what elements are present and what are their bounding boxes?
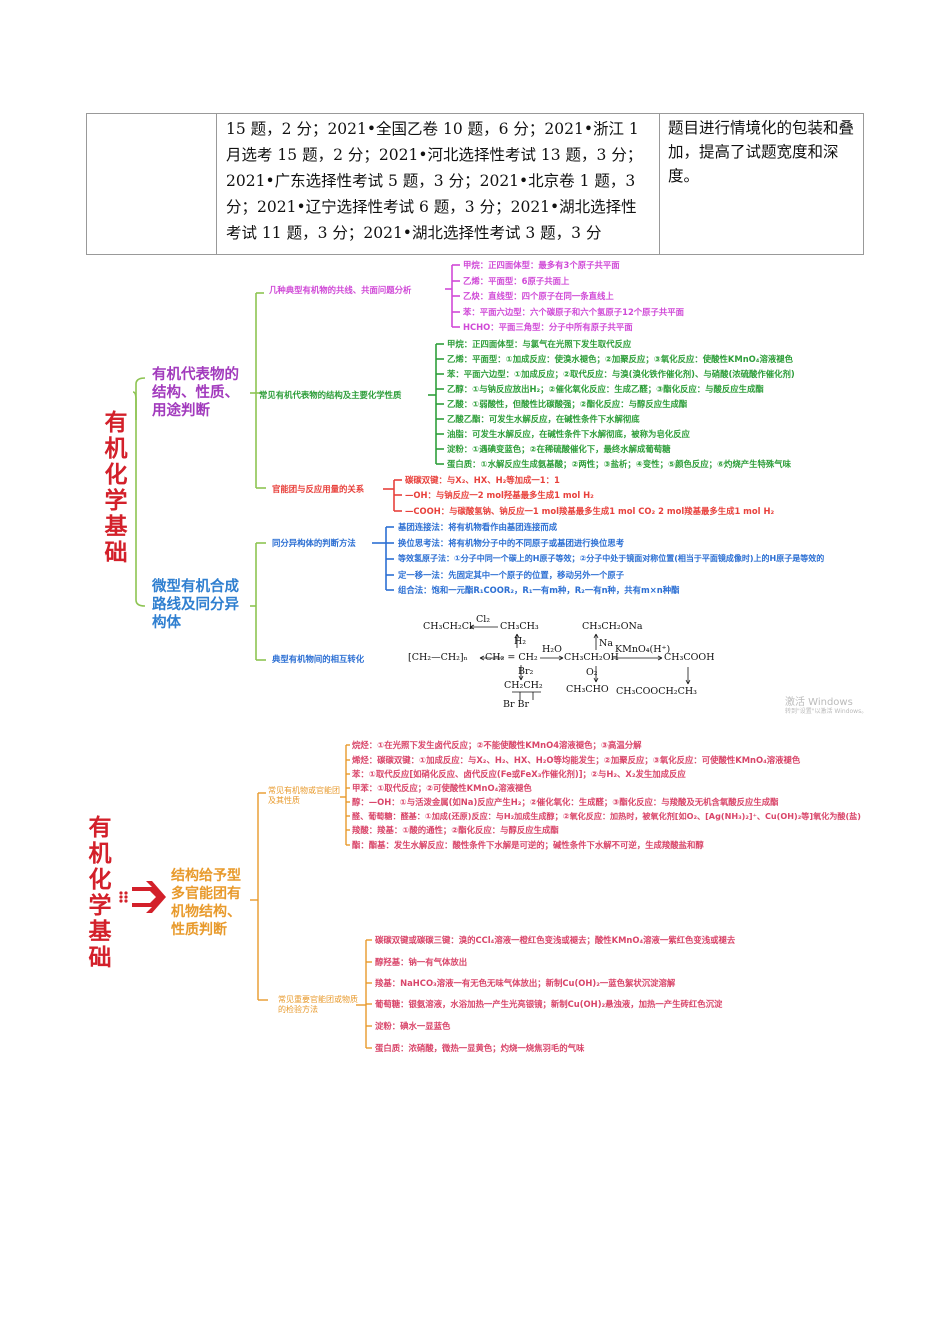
chem-hydrogen: H₂: [514, 636, 527, 647]
props-item: 油脂：可发生水解反应，在碱性条件下水解彻底，被称为皂化反应: [447, 429, 690, 439]
chem-kmno4: KMnO₄(H⁺): [615, 644, 671, 655]
coplanar-item: 乙炔：直线型：四个原子在同一条直线上: [463, 291, 614, 301]
common-item: 羧酸：羧基：①酸的通性；②酯化反应：与醇反应生成酯: [352, 825, 559, 835]
isomer-item: 定一移一法：先固定其中一个原子的位置，移动另外一个原子: [398, 570, 625, 580]
chem-ethylene: CH₂ = CH₂: [485, 652, 538, 663]
props-item: 蛋白质：①水解反应生成氨基酸；②两性；③盐析；④变性；⑤颜色反应；⑥灼烧产生特殊…: [447, 459, 792, 469]
map1-sub-props: 常见有机代表物的结构及主要化学性质: [259, 390, 402, 400]
common-item: 烯烃：碳碳双键：①加成反应：与X₂、H₂、HX、H₂O等均能发生；②加聚反应；③…: [352, 755, 801, 765]
groups-item: 碳碳双键：与X₂、HX、H₂等加成一1：1: [405, 475, 560, 485]
map2-sub-common: 常见有机物或官能团及其性质: [268, 786, 340, 805]
common-item: 烷烃：①在光照下发生卤代反应；②不能使酸性KMnO4溶液褪色；③高温分解: [352, 740, 642, 750]
chem-sodium: Na: [599, 638, 613, 649]
map2-root: 有机化学基础: [88, 815, 112, 971]
isomer-item: 基团连接法：将有机物看作由基团连接而成: [398, 522, 558, 532]
windows-watermark-title: 激活 Windows: [785, 697, 853, 708]
chem-ethyl-acetate: CH₃COOCH₂CH₃: [616, 686, 697, 697]
props-item: 苯：平面六边型：①加成反应；②取代反应：与溴(溴化铁作催化剂)、与硝酸(浓硫酸作…: [447, 369, 795, 379]
map2-sub-detect: 常见重要官能团或物质的检验方法: [278, 995, 358, 1014]
chem-polyethylene: [CH₂—CH₂]ₙ: [408, 652, 468, 663]
chem-ethanol: CH₃CH₂OH: [564, 652, 619, 663]
chem-acetaldehyde: CH₃CHO: [566, 684, 609, 695]
detect-item: 羧基：NaHCO₃溶液一有无色无味气体放出；新制Cu(OH)₂一蓝色絮状沉淀溶解: [375, 978, 676, 988]
map1-sub-isomer: 同分异构体的判断方法: [272, 538, 356, 548]
props-item: 乙酸乙酯：可发生水解反应，在碱性条件下水解彻底: [447, 414, 640, 424]
coplanar-item: 甲烷：正四面体型：最多有3个原子共平面: [463, 260, 620, 270]
props-item: 乙烯：平面型：①加成反应：使溴水褪色；②加聚反应；③氧化反应：使酸性KMnO₄溶…: [447, 354, 793, 364]
isomer-item: 换位思考法：将有机物分子中的不同原子或基团进行换位思考: [398, 538, 625, 548]
chem-bromine: Br₂: [518, 666, 534, 677]
common-item: 甲苯：①取代反应；②可使酸性KMnO₄溶液褪色: [352, 783, 532, 793]
props-item: 乙醇：①与钠反应放出H₂；②催化氧化反应：生成乙醛；③酯化反应：与酸反应生成酯: [447, 384, 764, 394]
coplanar-item: HCHO：平面三角型：分子中所有原子共平面: [463, 322, 633, 332]
groups-item: —OH：与钠反应一2 mol羟基最多生成1 mol H₂: [405, 490, 594, 500]
chem-ethane: CH₃CH₃: [500, 621, 539, 632]
chem-dibromoethane: CH₂CH₂: [504, 680, 543, 691]
common-item: 醇：—OH：①与活泼金属(如Na)反应产生H₂；②催化氧化：生成醛；③酯化反应：…: [352, 797, 779, 807]
map1-branch-structure: 有机代表物的结构、性质、用途判断: [152, 367, 239, 419]
map1-branch-synthesis: 微型有机合成路线及同分异构体: [152, 579, 239, 631]
table-cell-exam-list: 15 题，2 分；2021•全国乙卷 10 题，6 分；2021•浙江 1 月选…: [216, 113, 660, 255]
common-item: 酯：酯基：发生水解反应：酸性条件下水解是可逆的；碱性条件下水解不可逆，生成羧酸盐…: [352, 840, 704, 850]
chem-water: H₂O: [542, 644, 562, 655]
map1-root: 有机化学基础: [104, 410, 128, 566]
props-item: 乙酸：①弱酸性，但酸性比碳酸强；②酯化反应：与醇反应生成酯: [447, 399, 688, 409]
detect-item: 醇羟基：钠一有气体放出: [375, 957, 468, 967]
isomer-item: 组合法：饱和一元酯R₁COOR₂，R₁一有m种，R₂一有n种，共有m×n种酯: [398, 585, 680, 595]
common-item: 醛、葡萄糖：醛基：①加成(还原)反应：与H₂加成生成醇；②氧化反应：加热时，被氧…: [352, 811, 861, 821]
coplanar-item: 乙烯：平面型：6原子共面上: [463, 276, 570, 286]
groups-item: —COOH：与碳酸氢钠、钠反应一1 mol羧基最多生成1 mol CO₂ 2 m…: [405, 506, 775, 516]
map1-sub-coplanar: 几种典型有机物的共线、共面问题分析: [269, 285, 412, 295]
chem-chlorine: Cl₂: [476, 614, 491, 625]
map1-sub-groups: 官能团与反应用量的关系: [272, 484, 365, 494]
table-cell-analysis: 题目进行情境化的包装和叠加，提高了试题宽度和深度。: [659, 113, 864, 255]
props-item: 淀粉：①遇碘变蓝色；②在稀硫酸催化下，最终水解成葡萄糖: [447, 444, 671, 454]
chem-dibromoethane-br: Br Br: [503, 699, 530, 710]
common-item: 苯：①取代反应[如硝化反应、卤代反应(Fe或FeX₃作催化剂)]；②与H₂、X₂…: [352, 769, 686, 779]
detect-item: 碳碳双键或碳碳三键：溴的CCl₄溶液一橙红色变浅或褪去；酸性KMnO₄溶液一紫红…: [375, 935, 736, 945]
detect-item: 蛋白质：浓硝酸，微热一显黄色；灼烧一烧焦羽毛的气味: [375, 1043, 585, 1053]
map2-center: 结构给予型多官能团有机物结构、性质判断: [171, 868, 241, 938]
info-table: 15 题，2 分；2021•全国乙卷 10 题，6 分；2021•浙江 1 月选…: [86, 113, 864, 255]
isomer-item: 等效氢原子法：①分子中同一个碳上的H原子等效；②分子中处于镜面对称位置(相当于平…: [398, 554, 825, 563]
coplanar-item: 苯：平面六边型：六个碳原子和六个氢原子12个原子共平面: [463, 307, 685, 317]
chem-sodium-ethoxide: CH₃CH₂ONa: [582, 621, 643, 632]
table-cell-empty: [86, 113, 217, 255]
chem-ethyl-chloride: CH₃CH₂Cl: [423, 621, 473, 632]
chem-acetic-acid: CH₃COOH: [664, 652, 715, 663]
props-item: 甲烷：正四面体型：与氯气在光照下发生取代反应: [447, 339, 632, 349]
detect-item: 淀粉：碘水一显蓝色: [375, 1021, 451, 1031]
map1-sub-transform: 典型有机物间的相互转化: [272, 654, 365, 664]
windows-watermark-subtitle: 转到"设置"以激活 Windows。: [785, 708, 868, 715]
detect-item: 葡萄糖：银氨溶液，水浴加热一产生光亮银镜；新制Cu(OH)₂悬浊液，加热一产生砖…: [375, 999, 723, 1009]
chem-oxygen: O₂: [586, 667, 598, 678]
